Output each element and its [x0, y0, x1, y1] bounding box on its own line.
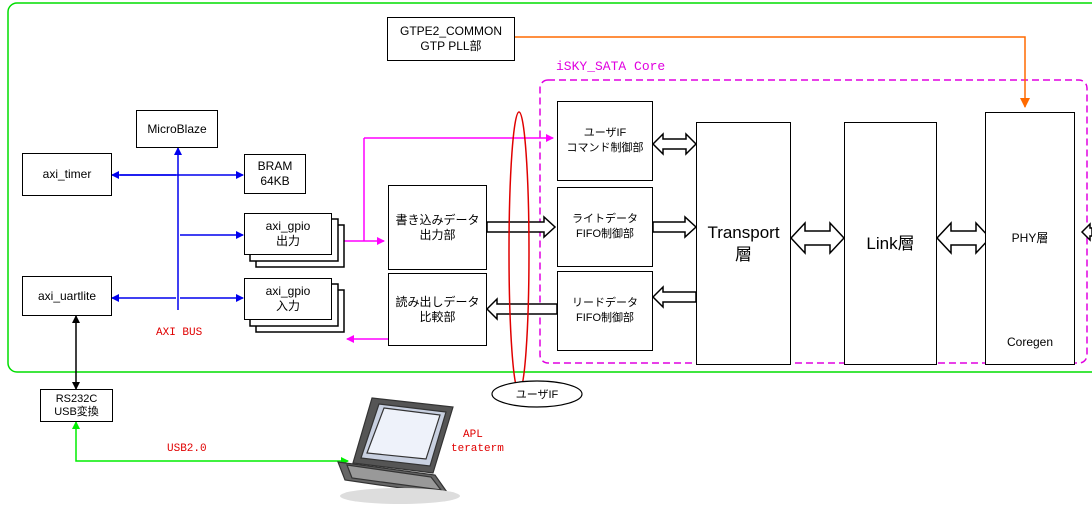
phy-layer-block: PHY層 Coregen	[985, 112, 1075, 365]
rs232c-usb-block: RS232C USB変換	[40, 389, 113, 422]
transport-layer-block: Transport 層	[696, 122, 791, 365]
axi-gpio-out-block: axi_gpio 出力	[244, 213, 332, 255]
axi-timer-block: axi_timer	[22, 153, 112, 196]
bram-line2: 64KB	[260, 174, 290, 188]
teraterm-label: teraterm	[451, 443, 504, 455]
axi-bus-lines	[111, 147, 244, 310]
write-fifo-block: ライトデータ FIFO制御部	[557, 187, 653, 267]
sata-core-title: iSKY_SATA Core	[556, 59, 666, 74]
gtpe2-line1: GTPE2_COMMON	[399, 24, 502, 38]
axi-gpio-in-block: axi_gpio 入力	[244, 278, 332, 320]
read-fifo-line2: FIFO制御部	[575, 312, 635, 324]
microblaze-block: MicroBlaze	[136, 110, 218, 148]
rs232c-line2: USB変換	[54, 405, 99, 418]
user-if-ellipse	[508, 111, 530, 393]
link-layer-label: Link層	[866, 233, 915, 253]
phy-layer-label: PHY層	[1011, 231, 1049, 245]
user-if-cmd-line1: ユーザIF	[583, 127, 627, 139]
link-layer-block: Link層	[844, 122, 937, 365]
write-data-out-line2: 出力部	[419, 227, 456, 242]
bus-arrows	[485, 132, 1092, 321]
write-fifo-line1: ライトデータ	[572, 213, 638, 225]
axi-uartlite-label: axi_uartlite	[37, 288, 97, 303]
apl-label: APL	[463, 429, 483, 441]
write-fifo-line2: FIFO制御部	[575, 228, 635, 240]
axi-timer-label: axi_timer	[42, 167, 92, 181]
pll-clock-line	[515, 36, 1030, 108]
bram-line1: BRAM	[257, 159, 293, 173]
gpio-links	[342, 134, 554, 343]
axi-gpio-out-line1: axi_gpio	[265, 219, 311, 233]
axi-bus-label: AXI BUS	[156, 327, 203, 339]
user-if-callout-ellipse	[491, 380, 583, 408]
read-fifo-block: リードデータ FIFO制御部	[557, 271, 653, 351]
user-if-cmd-line2: コマンド制御部	[566, 142, 644, 154]
bram-block: BRAM 64KB	[244, 154, 306, 194]
usb-link	[72, 421, 349, 465]
write-data-out-block: 書き込みデータ 出力部	[388, 185, 487, 270]
microblaze-label: MicroBlaze	[147, 121, 207, 136]
read-data-cmp-line2: 比較部	[419, 309, 456, 324]
user-if-cmd-block: ユーザIF コマンド制御部	[557, 101, 653, 181]
axi-gpio-out-line2: 出力	[275, 234, 300, 248]
axi-gpio-in-line2: 入力	[275, 299, 300, 313]
laptop-icon	[337, 397, 460, 504]
gtpe2-line2: GTP PLL部	[420, 39, 482, 53]
read-data-cmp-line1: 読み出しデータ	[395, 294, 480, 309]
axi-uartlite-block: axi_uartlite	[22, 276, 112, 316]
coregen-label: Coregen	[1006, 335, 1054, 349]
rs232c-line1: RS232C	[55, 392, 98, 405]
read-data-cmp-block: 読み出しデータ 比較部	[388, 273, 487, 346]
fpga-boundary	[7, 2, 1092, 373]
gtpe2-common-block: GTPE2_COMMON GTP PLL部	[387, 17, 515, 61]
axi-gpio-in-line1: axi_gpio	[265, 284, 311, 298]
usb-label: USB2.0	[167, 443, 207, 455]
transport-line2: 層	[735, 244, 752, 264]
write-data-out-line1: 書き込みデータ	[395, 212, 480, 227]
transport-line1: Transport	[707, 222, 780, 242]
user-if-callout-label: ユーザIF	[515, 389, 559, 401]
read-fifo-line1: リードデータ	[572, 297, 638, 309]
